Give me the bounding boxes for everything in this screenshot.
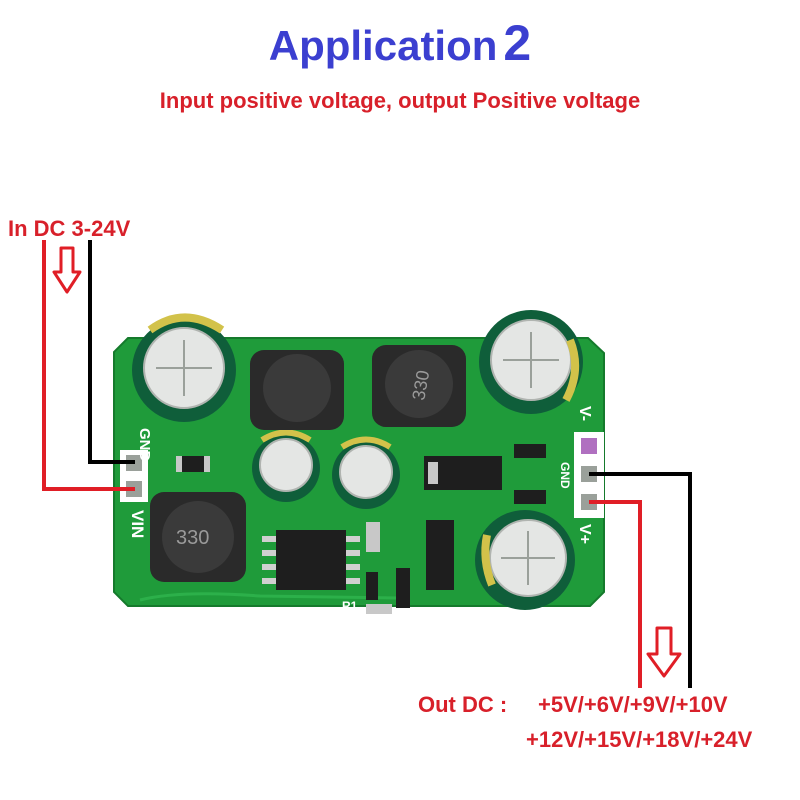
silk-vin: VIN (128, 510, 147, 538)
input-arrow-icon (52, 246, 82, 294)
title-number: 2 (503, 15, 532, 71)
inductor-marking-bottom: 330 (176, 527, 209, 549)
title-text: Application (268, 22, 498, 69)
input-voltage-label: In DC 3-24V (8, 216, 131, 241)
output-voltages-line1: +5V/+6V/+9V/+10V (538, 692, 728, 717)
smd-components (176, 444, 546, 614)
output-wires (589, 472, 692, 688)
capacitor-top-right (479, 310, 583, 414)
inductor-bottom-left: 330 (150, 492, 246, 582)
silk-gnd-right: GND (558, 462, 572, 489)
silk-gnd-left: GND (136, 428, 153, 462)
inductor-top-left (250, 350, 344, 430)
silk-r1: R1 (342, 599, 358, 613)
silk-v-minus: V- (576, 406, 593, 421)
ic-chip (262, 530, 360, 590)
capacitor-middle-left (252, 429, 320, 502)
capacitor-bottom-right (475, 510, 575, 610)
output-arrow-icon (646, 626, 682, 678)
input-wires (42, 240, 135, 491)
subtitle: Input positive voltage, output Positive … (159, 88, 641, 113)
silk-v-plus: V+ (576, 524, 593, 544)
capacitor-top-left (132, 313, 236, 422)
output-voltages-line2: +12V/+15V/+18V/+24V (526, 727, 753, 752)
inductor-top-right: 330 (372, 345, 466, 427)
output-prefix-label: Out DC : (418, 692, 508, 717)
capacitor-middle-right (332, 436, 400, 509)
